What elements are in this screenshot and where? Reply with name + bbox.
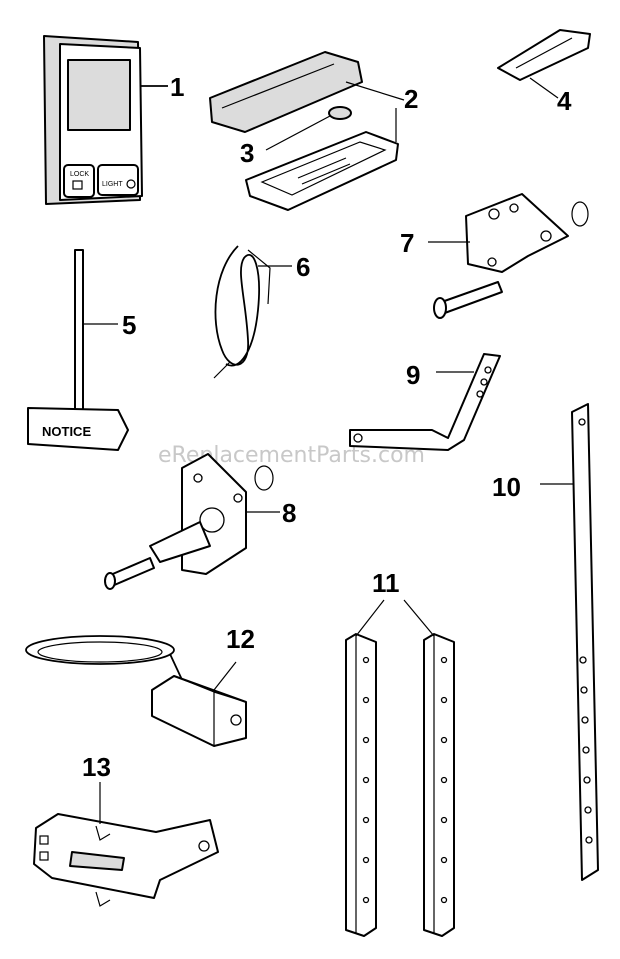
part-10-straight-rail — [571, 403, 599, 881]
part-5-antenna: NOTICE — [27, 249, 129, 451]
callout-4: 4 — [557, 86, 572, 116]
callout-7: 7 — [400, 228, 414, 258]
part-12-safety-sensor — [25, 635, 247, 747]
callout-3: 3 — [240, 138, 254, 168]
callout-9: 9 — [406, 360, 420, 390]
part-8-trolley-bracket — [104, 453, 274, 590]
part-6-wire — [213, 245, 271, 379]
callout-2: 2 — [404, 84, 418, 114]
callout-13: 13 — [82, 752, 111, 782]
part-1-wall-control: LOCK LIGHT — [43, 35, 143, 205]
callout-11: 11 — [372, 568, 400, 598]
notice-label: NOTICE — [42, 424, 91, 439]
callout-8: 8 — [282, 498, 296, 528]
lock-label: LOCK — [70, 171, 89, 178]
part-7-door-bracket — [433, 193, 589, 319]
callout-1: 1 — [170, 72, 184, 102]
light-label: LIGHT — [102, 181, 123, 188]
part-9-curved-arm — [349, 353, 501, 451]
part-13-mounting-bracket — [33, 813, 219, 907]
callout-10: 10 — [492, 472, 521, 502]
part-11-angle-rails — [345, 633, 455, 937]
callout-5: 5 — [122, 310, 136, 340]
part-2-remote-housing — [209, 51, 399, 211]
callout-6: 6 — [296, 252, 310, 282]
callout-12: 12 — [226, 624, 255, 654]
part-4-visor-clip — [497, 29, 591, 81]
